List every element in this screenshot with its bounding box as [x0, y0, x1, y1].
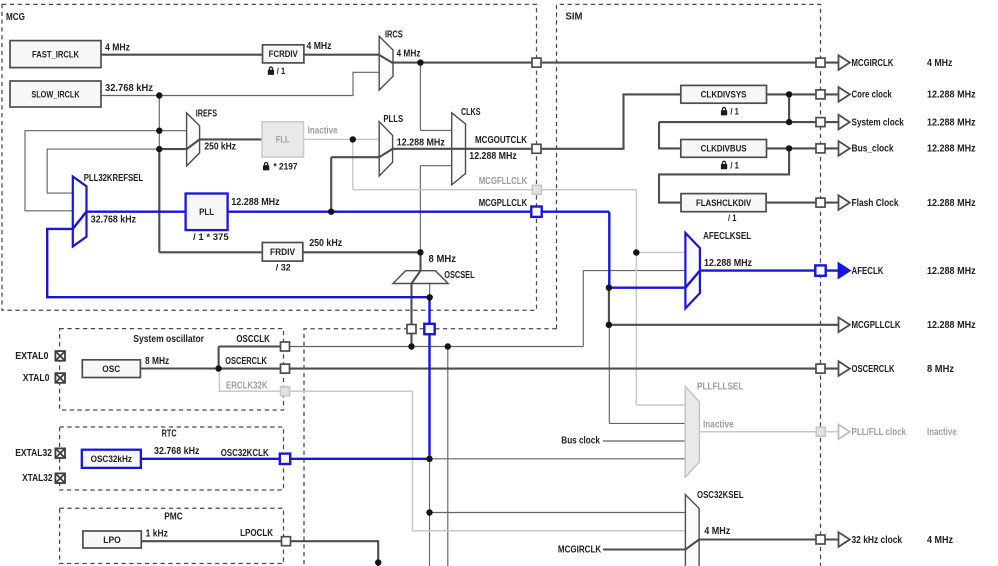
- svg-text:SLOW_IRCLK: SLOW_IRCLK: [31, 89, 80, 99]
- svg-text:OSCCLK: OSCCLK: [236, 334, 270, 345]
- svg-text:PLL/FLL clock: PLL/FLL clock: [852, 427, 907, 438]
- svg-text:PLL32KREFSEL: PLL32KREFSEL: [84, 173, 143, 184]
- svg-text:MCGFLLCLK: MCGFLLCLK: [479, 176, 528, 187]
- svg-text:250 kHz: 250 kHz: [204, 142, 236, 153]
- svg-text:OSC32KSEL: OSC32KSEL: [697, 490, 744, 501]
- svg-text:12.288 MHz: 12.288 MHz: [927, 117, 976, 128]
- svg-text:8 MHz: 8 MHz: [927, 364, 954, 375]
- svg-text:12.288 MHz: 12.288 MHz: [231, 197, 280, 208]
- svg-text:OSC: OSC: [102, 364, 120, 374]
- svg-text:Bus_clock: Bus_clock: [852, 144, 894, 155]
- svg-text:LPOCLK: LPOCLK: [240, 528, 273, 539]
- svg-text:Core clock: Core clock: [852, 90, 892, 101]
- svg-text:Inactive: Inactive: [308, 126, 338, 137]
- svg-text:OSC32KCLK: OSC32KCLK: [221, 448, 269, 459]
- svg-text:MCGPLLCLK: MCGPLLCLK: [852, 320, 901, 331]
- svg-text:IRCS: IRCS: [385, 30, 403, 41]
- svg-text:32 kHz clock: 32 kHz clock: [852, 535, 903, 546]
- svg-text:System clock: System clock: [852, 117, 905, 128]
- svg-text:Flash Clock: Flash Clock: [852, 198, 899, 209]
- svg-text:System oscillator: System oscillator: [133, 334, 204, 345]
- svg-text:IREFS: IREFS: [196, 109, 217, 120]
- svg-text:EXTAL0: EXTAL0: [15, 351, 49, 362]
- svg-text:MCG: MCG: [6, 12, 25, 23]
- svg-text:12.288 MHz: 12.288 MHz: [704, 258, 752, 269]
- svg-text:ERCLK32K: ERCLK32K: [226, 381, 268, 392]
- svg-text:CLKDIVSYS: CLKDIVSYS: [701, 90, 747, 100]
- svg-text:PLLS: PLLS: [383, 114, 403, 125]
- svg-text:12.288 MHz: 12.288 MHz: [927, 320, 976, 331]
- svg-text:12.288 MHz: 12.288 MHz: [397, 137, 445, 148]
- svg-text:RTC: RTC: [162, 428, 177, 439]
- svg-text:PLL: PLL: [199, 207, 214, 217]
- svg-text:Bus clock: Bus clock: [561, 436, 600, 447]
- svg-text:MCGOUTCLK: MCGOUTCLK: [475, 135, 527, 146]
- svg-text:32.768 kHz: 32.768 kHz: [91, 215, 136, 226]
- svg-text:32.768 kHz: 32.768 kHz: [154, 446, 200, 457]
- svg-text:XTAL0: XTAL0: [23, 373, 50, 384]
- svg-text:AFECLK: AFECLK: [852, 266, 884, 277]
- svg-text:4 MHz: 4 MHz: [927, 535, 953, 546]
- svg-text:Inactive: Inactive: [927, 427, 957, 438]
- svg-text:OSCERCLK: OSCERCLK: [225, 356, 267, 367]
- svg-text:OSCSEL: OSCSEL: [444, 270, 474, 281]
- svg-text:/ 1: / 1: [277, 66, 286, 77]
- svg-text:OSCERCLK: OSCERCLK: [852, 364, 895, 375]
- svg-text:/ 1: / 1: [728, 213, 737, 224]
- svg-text:OSC32kHz: OSC32kHz: [91, 454, 133, 464]
- svg-text:4 MHz: 4 MHz: [105, 43, 130, 54]
- svg-text:FLASHCLKDIV: FLASHCLKDIV: [696, 198, 751, 208]
- svg-text:MCGIRCLK: MCGIRCLK: [852, 58, 894, 69]
- svg-text:CLKDIVBUS: CLKDIVBUS: [701, 144, 747, 154]
- svg-text:* 2197: * 2197: [274, 162, 298, 173]
- svg-text:SIM: SIM: [566, 12, 583, 23]
- svg-text:8 MHz: 8 MHz: [145, 356, 169, 367]
- svg-text:PLLFLLSEL: PLLFLLSEL: [697, 382, 743, 393]
- svg-text:4 MHz: 4 MHz: [927, 58, 952, 69]
- svg-text:FRDIV: FRDIV: [270, 247, 295, 257]
- svg-text:250 kHz: 250 kHz: [309, 238, 342, 249]
- svg-text:12.288 MHz: 12.288 MHz: [927, 144, 976, 155]
- svg-text:Inactive: Inactive: [703, 420, 734, 431]
- svg-text:MCGPLLCLK: MCGPLLCLK: [479, 198, 528, 209]
- svg-text:/ 1: / 1: [730, 107, 739, 118]
- svg-text:EXTAL32: EXTAL32: [15, 448, 52, 459]
- svg-text:FCRDIV: FCRDIV: [269, 49, 298, 59]
- svg-text:/ 32: / 32: [276, 263, 291, 274]
- svg-text:FAST_IRCLK: FAST_IRCLK: [32, 49, 79, 59]
- svg-text:FLL: FLL: [276, 135, 290, 145]
- svg-text:4 MHz: 4 MHz: [307, 41, 332, 52]
- svg-text:8 MHz: 8 MHz: [429, 254, 457, 265]
- svg-text:32.768 kHz: 32.768 kHz: [105, 83, 153, 94]
- svg-text:XTAL32: XTAL32: [22, 473, 53, 484]
- svg-text:AFECLKSEL: AFECLKSEL: [703, 231, 751, 242]
- svg-text:12.288 MHz: 12.288 MHz: [469, 151, 517, 162]
- svg-text:CLKS: CLKS: [461, 107, 481, 118]
- svg-text:12.288 MHz: 12.288 MHz: [927, 198, 976, 209]
- svg-text:4 MHz: 4 MHz: [704, 526, 730, 537]
- svg-text:LPO: LPO: [103, 535, 121, 545]
- svg-text:1 kHz: 1 kHz: [146, 529, 168, 540]
- svg-text:MCGIRCLK: MCGIRCLK: [558, 545, 602, 556]
- svg-text:PMC: PMC: [164, 512, 183, 523]
- svg-text:12.288 MHz: 12.288 MHz: [927, 266, 976, 277]
- svg-text:/ 1 * 375: / 1 * 375: [193, 232, 229, 243]
- svg-text:12.288 MHz: 12.288 MHz: [927, 90, 976, 101]
- svg-text:4 MHz: 4 MHz: [397, 49, 421, 60]
- svg-text:/ 1: / 1: [730, 161, 739, 172]
